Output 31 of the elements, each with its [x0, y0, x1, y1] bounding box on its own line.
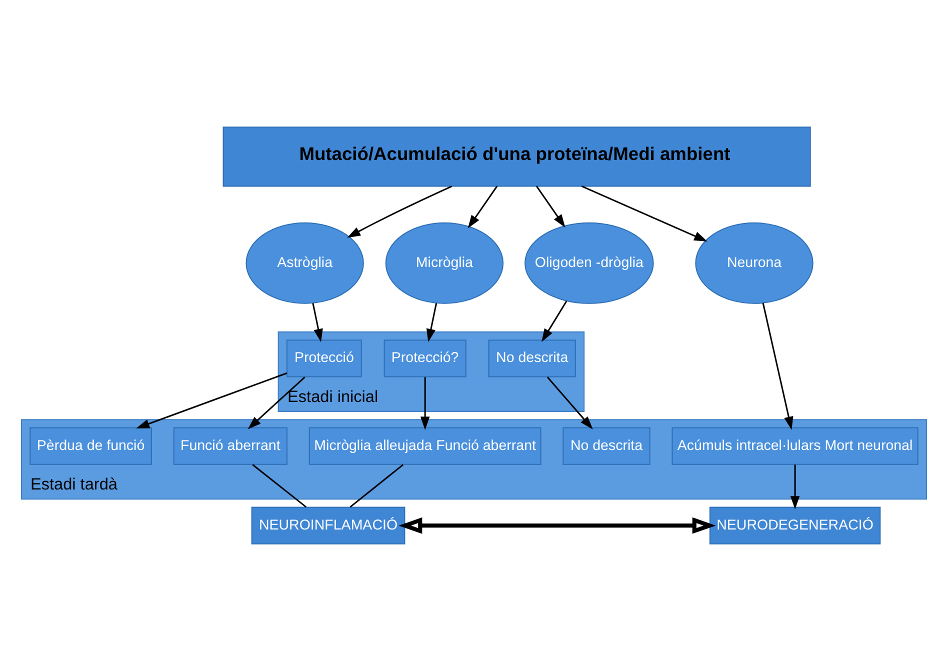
node-box: Pèrdua de funció	[29, 427, 152, 465]
arrow	[247, 376, 305, 430]
arrow	[346, 186, 452, 238]
connector	[252, 464, 306, 508]
node-ellipse: Neurona	[694, 222, 813, 304]
arrow	[790, 464, 800, 510]
node-box: Protecció	[286, 340, 362, 378]
node-box: Micròglia alleujada Funció aberrant	[308, 427, 541, 465]
node-box: NEUROINFLAMACIÓ	[250, 506, 405, 544]
arrow	[398, 517, 716, 534]
arrow	[535, 186, 565, 228]
arrow	[580, 186, 707, 242]
arrow	[541, 300, 567, 342]
node-box: Protecció?	[383, 340, 466, 378]
arrow	[312, 303, 322, 342]
node-ellipse: Micròglia	[384, 222, 504, 304]
connector	[349, 464, 404, 508]
node-ellipse: Astròglia	[245, 222, 364, 304]
arrow	[762, 302, 793, 430]
node-box: No descrita	[562, 427, 650, 465]
node-box: Mutació/Acumulació d'una proteïna/Medi ambient	[222, 126, 810, 187]
node-ellipse: Oligoden -dròglia	[524, 222, 654, 304]
arrow	[136, 372, 287, 428]
node-box: No descrita	[488, 340, 576, 378]
arrow	[467, 186, 498, 228]
node-box: NEURODEGENERACIÓ	[708, 506, 880, 544]
node-box: Funció aberrant	[172, 427, 287, 465]
arrow	[420, 377, 430, 430]
node-box: Acúmuls intracel·lulars Mort neuronal	[671, 427, 918, 465]
arrow	[546, 376, 592, 430]
arrow	[426, 303, 437, 342]
